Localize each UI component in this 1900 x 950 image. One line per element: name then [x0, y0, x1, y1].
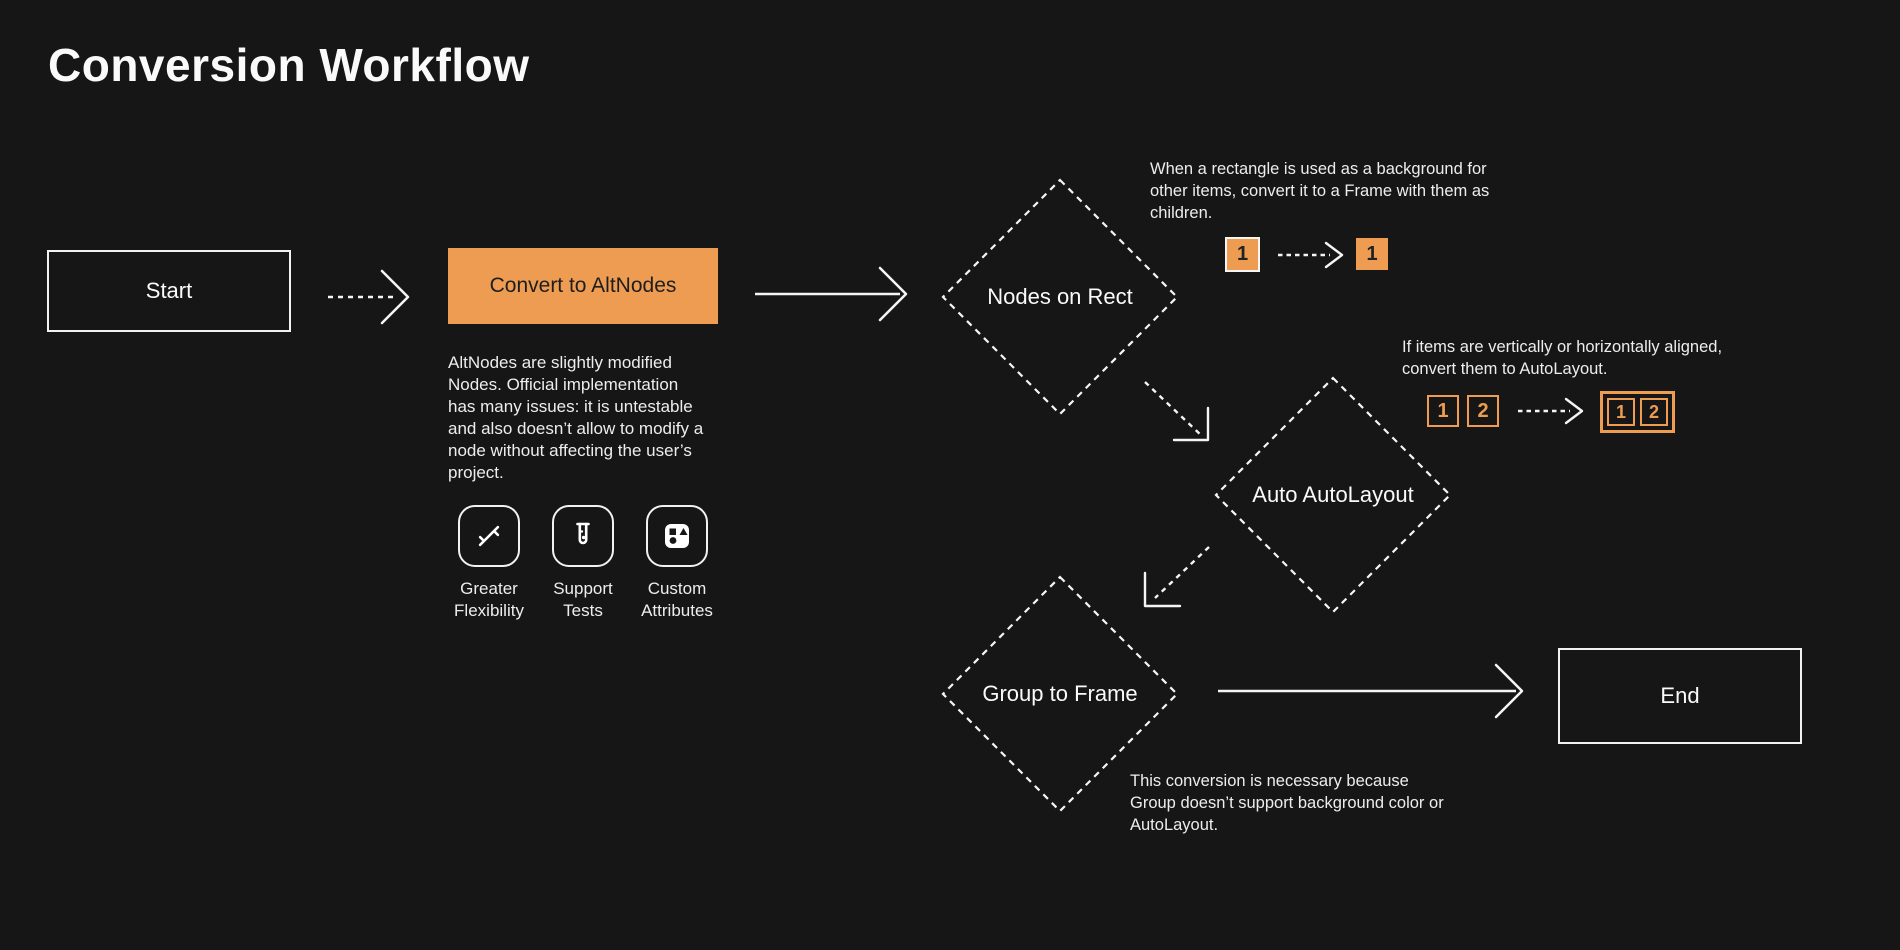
dashed-arrow-right-icon: [328, 269, 410, 325]
altnodes-description: AltNodes are slightly modified Nodes. Of…: [448, 353, 704, 482]
altnodes-features: Greater Flexibility Support Tests: [442, 505, 724, 622]
example-rect-before: 1: [1225, 237, 1260, 272]
feature-greater-flexibility: Greater Flexibility: [442, 505, 536, 622]
dashed-arrow-right-icon: [1518, 397, 1584, 425]
arrow-start-to-convert: [320, 265, 420, 329]
solid-arrow-right-icon: [1218, 663, 1524, 719]
example-autolayout-group: 1 2: [1600, 391, 1675, 433]
dashed-diamond-shape: [1214, 376, 1452, 614]
convert-to-altnodes-node: Convert to AltNodes: [448, 248, 718, 324]
arrow-autolayout-to-grouptoframe: [1135, 540, 1225, 620]
arrow-grouptoframe-to-end: [1210, 660, 1535, 722]
example-item-1-after: 1: [1607, 398, 1635, 426]
arrow-nodesonrect-to-autolayout: [1135, 375, 1225, 450]
dashed-arrow-downright-icon: [1144, 381, 1210, 442]
feature-support-tests: Support Tests: [536, 505, 630, 622]
example-frame-after: 1: [1356, 238, 1388, 270]
mini-dashed-arrow-1: [1274, 241, 1350, 269]
nodes-on-rect-node: [940, 177, 1180, 417]
dashed-diamond-shape: [941, 575, 1179, 813]
dashed-diamond-shape: [941, 178, 1179, 416]
feature-label: Greater Flexibility: [454, 579, 524, 620]
nodes-on-rect-note: When a rectangle is used as a background…: [1150, 160, 1490, 222]
test-tube-icon: [552, 505, 614, 567]
start-node-label: Start: [145, 278, 193, 303]
example-item-1: 1: [1427, 395, 1459, 427]
feature-label: Custom Attributes: [641, 579, 713, 620]
solid-arrow-right-icon: [755, 266, 908, 322]
mini-dashed-arrow-2: [1514, 397, 1590, 425]
dashed-arrow-downleft-icon: [1143, 546, 1210, 608]
shapes-icon: [646, 505, 708, 567]
group-to-frame-note: This conversion is necessary because Gro…: [1130, 772, 1444, 834]
feature-custom-attributes: Custom Attributes: [630, 505, 724, 622]
group-to-frame-label: Group to Frame: [982, 681, 1138, 706]
auto-autolayout-label: Auto AutoLayout: [1252, 482, 1414, 507]
auto-autolayout-note: If items are vertically or horizontally …: [1402, 338, 1723, 378]
convert-to-altnodes-label: Convert to AltNodes: [489, 274, 677, 297]
nodes-on-rect-label: Nodes on Rect: [987, 284, 1133, 309]
group-to-frame-node: [940, 574, 1180, 814]
end-node: End: [1558, 648, 1802, 744]
feature-label: Support Tests: [553, 579, 613, 620]
page-title: Conversion Workflow: [48, 39, 530, 91]
end-node-label: End: [1660, 683, 1700, 708]
arrow-convert-to-nodesonrect: [750, 262, 915, 326]
start-node: Start: [47, 250, 291, 332]
auto-autolayout-node: [1213, 375, 1453, 615]
dashed-arrow-right-icon: [1278, 241, 1344, 269]
example-item-2-after: 2: [1640, 398, 1668, 426]
expand-arrows-icon: [458, 505, 520, 567]
example-item-2: 2: [1467, 395, 1499, 427]
